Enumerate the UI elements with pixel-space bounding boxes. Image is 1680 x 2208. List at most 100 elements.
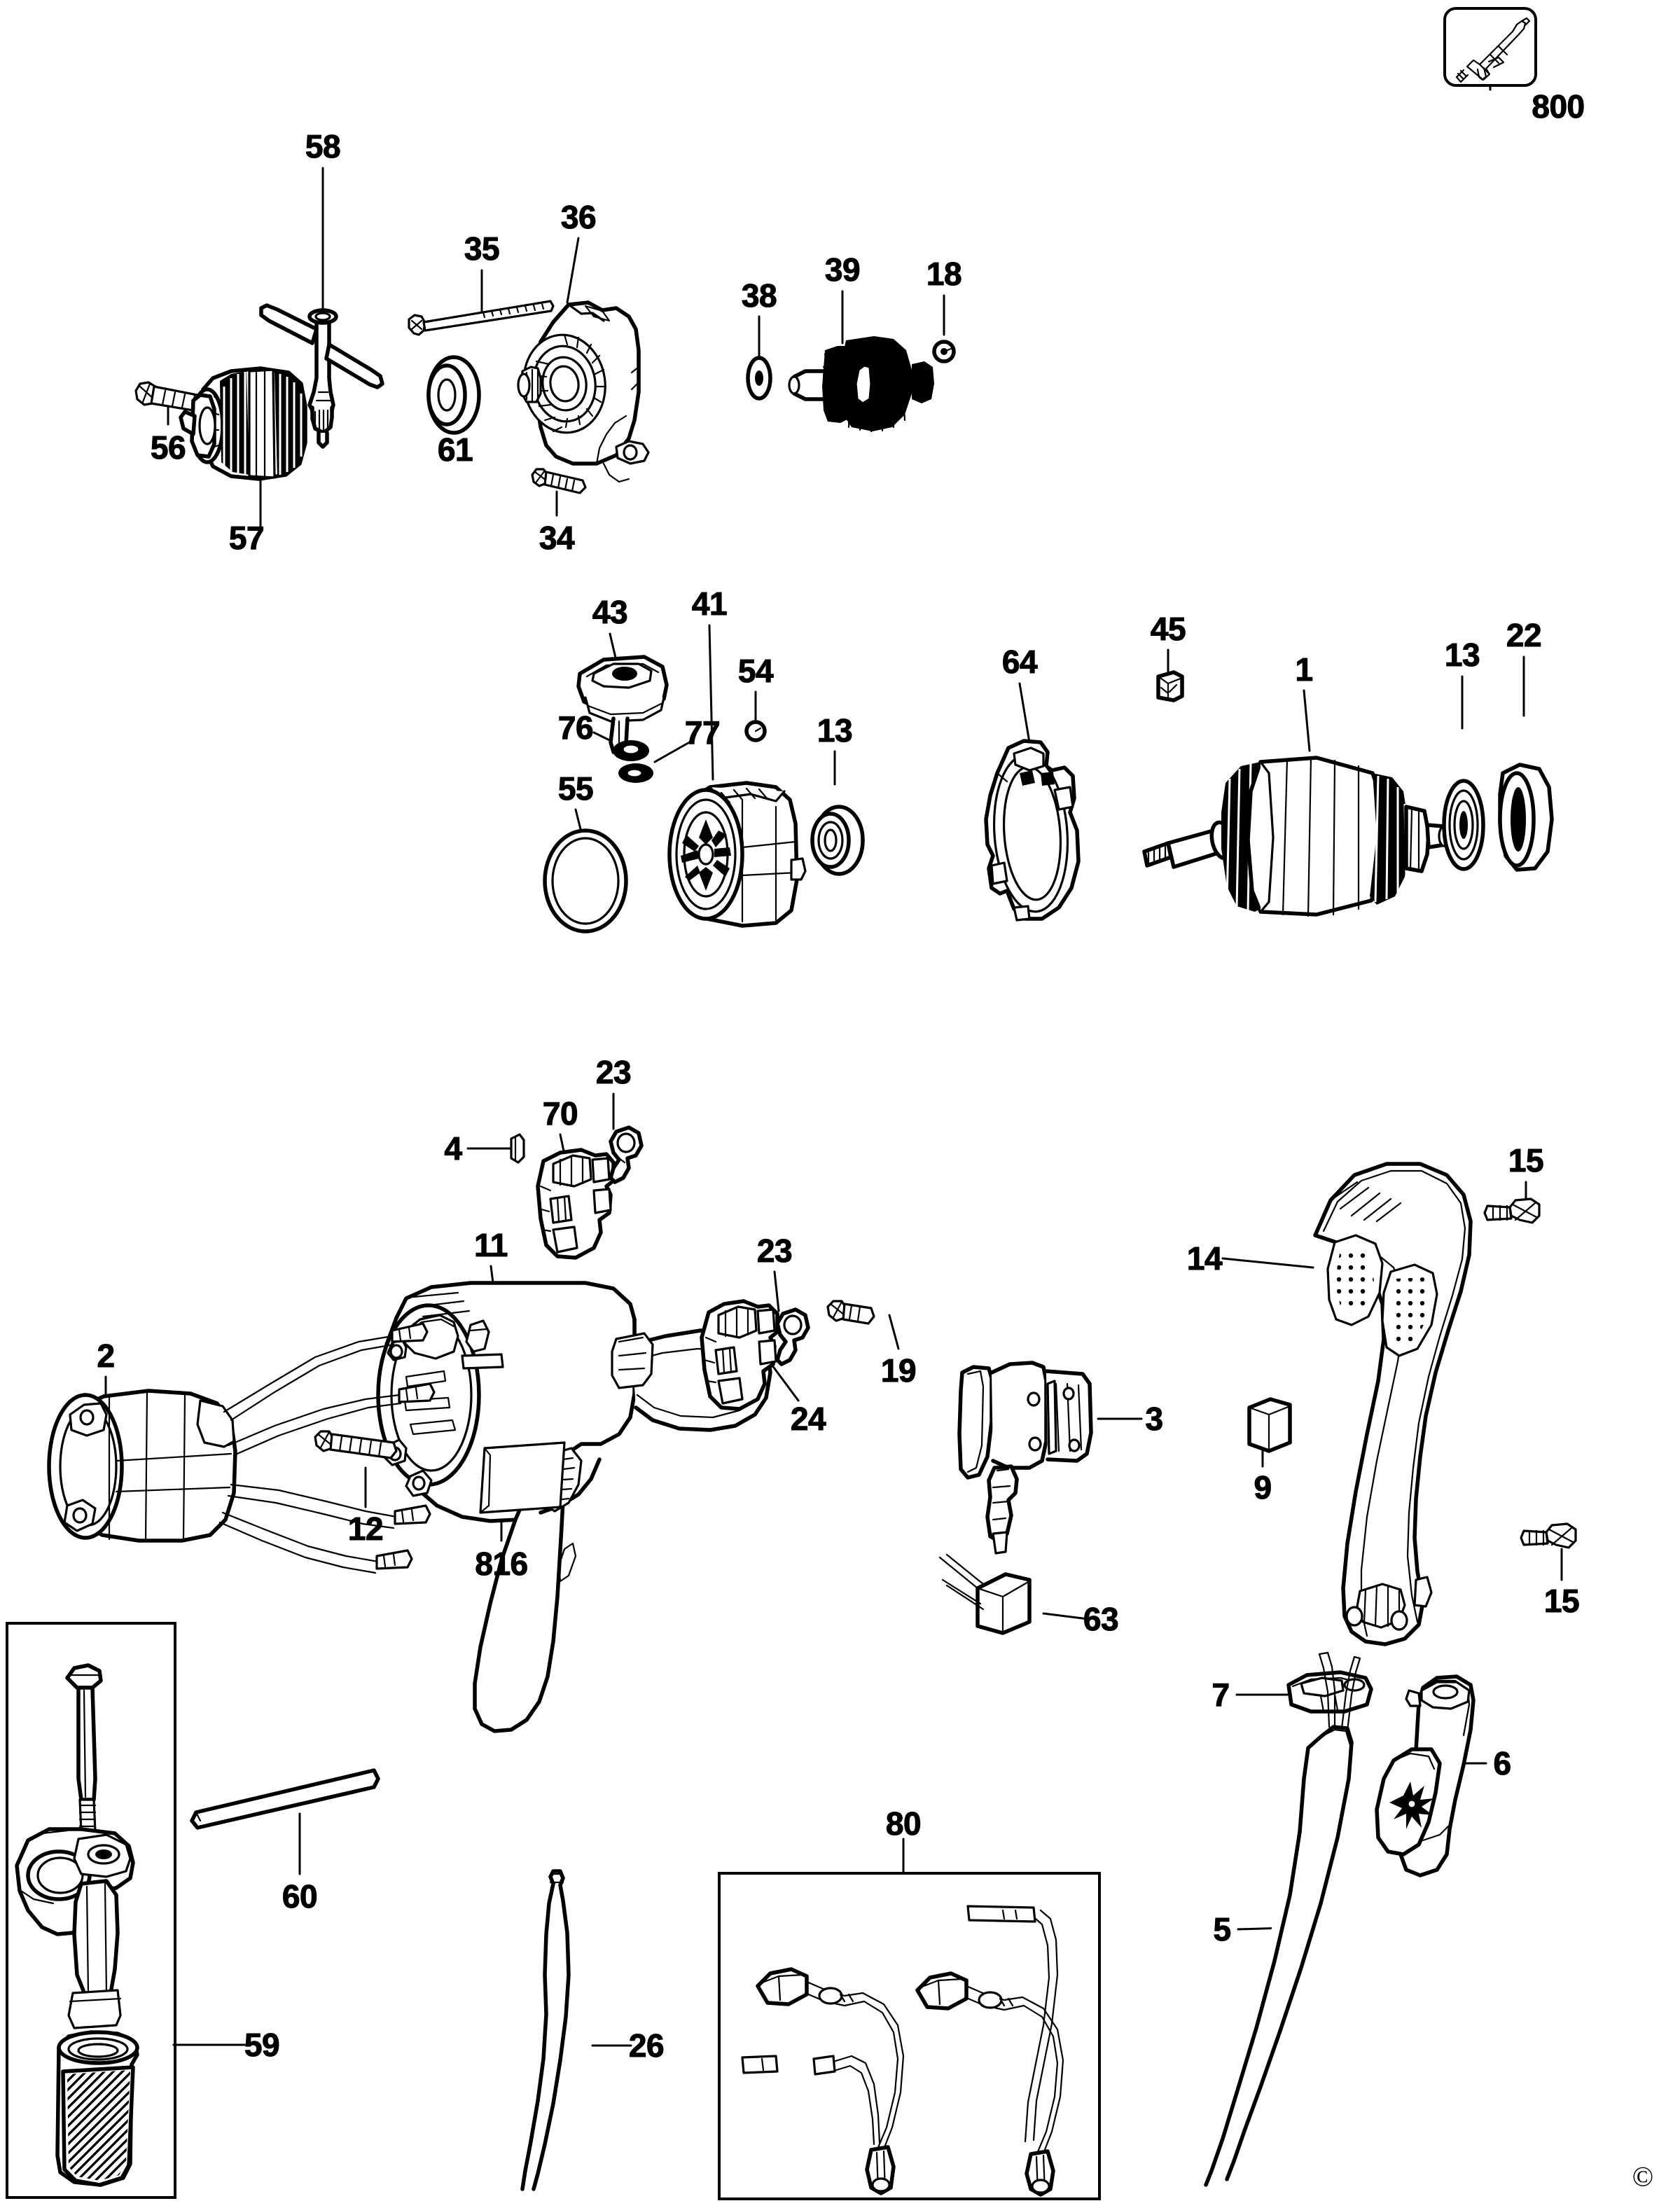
part-callout-41: 41	[691, 585, 728, 622]
inset-callout-800: 800	[1532, 88, 1585, 125]
power-cord-5	[1204, 1651, 1361, 2187]
lead-terminals	[375, 1322, 436, 1570]
gear-case-36	[517, 300, 650, 483]
washer-flat-77	[618, 763, 653, 783]
part-callout-12: 12	[347, 1511, 384, 1547]
part-callout-2: 2	[97, 1338, 116, 1374]
part-callout-23: 23	[595, 1054, 632, 1090]
insulation-block-9	[1247, 1397, 1292, 1453]
part-callout-13: 13	[1444, 637, 1480, 673]
part-callout-57: 57	[228, 520, 265, 556]
chuck-keyed-57	[179, 366, 307, 481]
ball-bearing-13-left	[810, 805, 865, 876]
o-ring-55	[543, 828, 628, 933]
part-callout-3: 3	[1145, 1401, 1164, 1437]
inset-boxes	[6, 7, 1537, 2200]
gearcase-screw-34	[531, 468, 587, 494]
part-callout-24: 24	[790, 1401, 826, 1437]
part-callout-43: 43	[592, 594, 628, 630]
brush-spring-23-upper	[609, 1125, 644, 1184]
washer-small-76	[613, 740, 649, 761]
part-callout-11: 11	[474, 1227, 508, 1263]
part-callout-7: 7	[1212, 1676, 1230, 1713]
long-screw-35	[408, 300, 555, 336]
part-callout-64: 64	[1001, 644, 1038, 680]
part-callout-15: 15	[1543, 1583, 1580, 1619]
washer-61	[426, 355, 481, 435]
part-callout-5: 5	[1213, 1911, 1232, 1947]
part-callout-70: 70	[542, 1095, 578, 1132]
bearing-race-22	[1498, 763, 1554, 872]
side-handle-assembly	[15, 1663, 139, 2187]
housing-screw-12	[314, 1430, 398, 1459]
key-45	[1156, 670, 1184, 702]
part-callout-23: 23	[756, 1233, 793, 1269]
field-stator-2	[47, 1322, 436, 1574]
part-callout-77: 77	[684, 714, 721, 751]
part-callout-63: 63	[1083, 1601, 1119, 1637]
part-callout-6: 6	[1493, 1745, 1512, 1782]
ball-bearing-13-right	[1442, 779, 1485, 871]
copyright-mark: ©	[1632, 2160, 1654, 2193]
spindle-gear-39	[788, 336, 934, 433]
part-callout-4: 4	[444, 1130, 463, 1167]
handle-screw-15-upper	[1483, 1197, 1541, 1224]
cord-protector-6	[1375, 1674, 1476, 1877]
handle-cover-14	[1313, 1162, 1473, 1646]
part-callout-45: 45	[1150, 611, 1186, 647]
carbon-brush-63	[938, 1553, 1032, 1635]
part-callout-61: 61	[437, 431, 473, 468]
brush-holder-assembly-70	[536, 1148, 616, 1260]
mode-selector-43	[576, 655, 669, 756]
terminal-clip-4	[510, 1133, 525, 1164]
part-callout-19: 19	[880, 1352, 917, 1389]
part-callout-22: 22	[1506, 617, 1542, 653]
brush-holder-24	[700, 1299, 779, 1411]
part-callout-55: 55	[557, 770, 594, 807]
armature-1	[1142, 756, 1450, 917]
part-callout-35: 35	[464, 230, 500, 267]
trigger-switch-3	[957, 1361, 1093, 1555]
part-callout-36: 36	[560, 199, 597, 235]
part-callout-59: 59	[244, 2027, 280, 2063]
cordset-left-lower-connector	[741, 2055, 779, 2074]
brush-spring-23-lower	[775, 1307, 810, 1366]
complete-tool-illustration	[1455, 17, 1531, 83]
brush-holder-screw-19	[826, 1300, 875, 1325]
inset-callout-80: 80	[885, 1805, 922, 1842]
chuck-key-58	[259, 303, 384, 449]
part-callout-56: 56	[150, 429, 186, 466]
inset-box-tool-inset	[1443, 7, 1537, 87]
cord-set-kit-80	[741, 1905, 1064, 2197]
retaining-washer-18	[932, 340, 956, 363]
part-callout-13: 13	[817, 712, 853, 749]
inset-box-cordset-inset	[718, 1872, 1101, 2200]
cordset-left	[756, 1967, 905, 2195]
baffle-housing-41	[667, 781, 807, 928]
brush-ring-support-64	[984, 739, 1081, 922]
depth-gauge-rod-60	[190, 1768, 380, 1830]
thrust-washer-38	[746, 356, 772, 401]
part-callout-54: 54	[737, 653, 774, 689]
part-callout-9: 9	[1254, 1469, 1272, 1506]
part-callout-38: 38	[741, 277, 777, 314]
nameplate-label-816	[479, 1441, 566, 1514]
cordset-right	[915, 1905, 1064, 2197]
inset-box-side-handle-inset	[6, 1622, 176, 2199]
part-callout-1: 1	[1295, 651, 1314, 688]
part-callout-15: 15	[1508, 1142, 1544, 1179]
part-callout-816: 816	[475, 1546, 529, 1582]
part-callout-39: 39	[824, 251, 861, 288]
part-callout-60: 60	[282, 1878, 318, 1915]
part-callout-34: 34	[539, 520, 575, 556]
depth-rod-26	[520, 1869, 571, 2191]
part-callout-58: 58	[305, 128, 341, 165]
part-callout-26: 26	[628, 2027, 665, 2064]
pin-54	[744, 720, 767, 742]
cord-retainer-7	[1286, 1670, 1373, 1714]
part-callout-18: 18	[926, 256, 962, 292]
part-callout-14: 14	[1186, 1240, 1223, 1277]
part-callout-76: 76	[557, 709, 594, 746]
